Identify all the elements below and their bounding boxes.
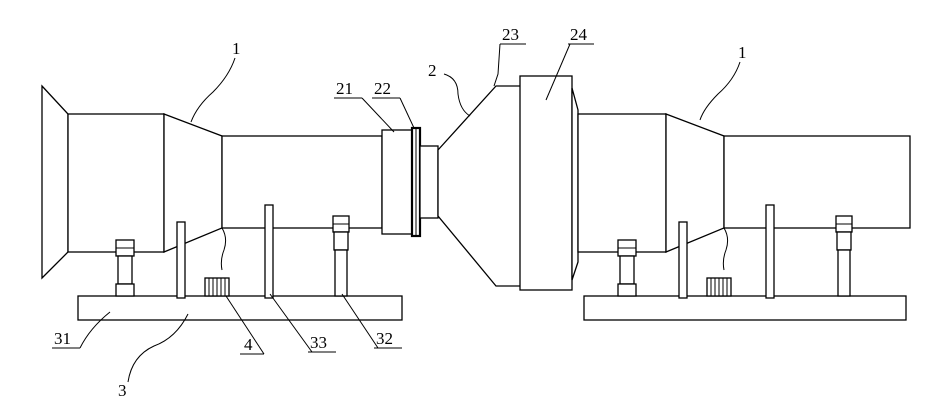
label-23: 23 [502,25,519,44]
label-1-left: 1 [232,39,241,58]
right-housing-body [578,114,666,252]
left-inlet-flare [42,86,68,278]
right-adjuster-knob [707,278,731,296]
coupling-neck [420,146,438,218]
right-guide-post-a [679,222,687,298]
label-22: 22 [374,79,391,98]
label-2: 2 [428,61,437,80]
label-32: 32 [376,329,393,348]
left-housing-body [68,114,164,252]
left-adjuster-knob [205,278,229,296]
flange-24 [520,76,572,290]
label-3: 3 [118,381,127,400]
left-unit [42,86,402,320]
label-21: 21 [336,79,353,98]
coupling-21 [382,130,412,234]
right-rear-duct [724,136,910,228]
label-24: 24 [570,25,588,44]
right-support-pillar-rear [836,216,852,296]
transition-cone [438,76,578,290]
label-31: 31 [54,329,71,348]
label-1-right: 1 [738,43,747,62]
right-guide-post-b [766,205,774,298]
left-support-pillar-rear [333,216,349,296]
right-support-pillar-front [618,240,636,296]
left-base-plate [78,296,402,320]
right-housing-taper [666,114,724,252]
flange-taper [572,88,578,280]
label-4: 4 [244,335,253,354]
left-guide-post-b [265,205,273,298]
cone-23 [438,86,522,286]
right-base-plate [584,296,906,320]
left-rear-duct [222,136,382,228]
coupling-assembly [382,128,438,236]
left-hose [221,228,225,270]
right-hose [723,228,727,270]
left-housing-taper [164,114,222,252]
left-guide-post-a [177,222,185,298]
right-unit [578,114,910,320]
left-support-pillar-front [116,240,134,296]
label-33: 33 [310,333,327,352]
